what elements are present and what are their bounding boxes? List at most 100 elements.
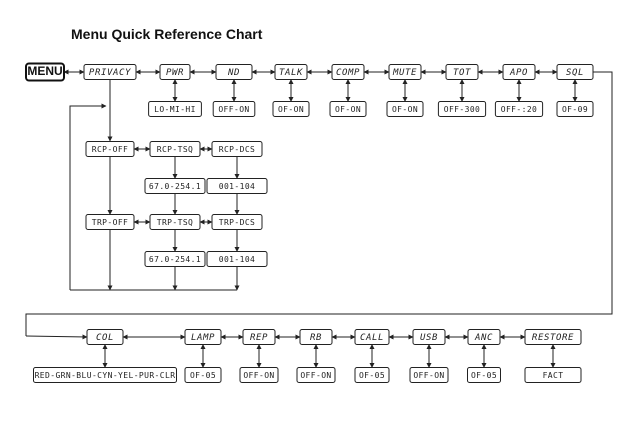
connector-wrap-to-col bbox=[25, 334, 88, 340]
value-pwr-frame bbox=[148, 101, 202, 117]
menu-col-label: COL bbox=[96, 333, 114, 343]
rcp-off-frame bbox=[85, 141, 135, 157]
value-talk-label: OF-ON bbox=[278, 105, 304, 114]
value-nd-frame bbox=[212, 101, 256, 117]
menu-box: MENU bbox=[25, 62, 65, 82]
value-pwr-label: LO-MI-HI bbox=[154, 105, 196, 114]
menu-talk: TALK bbox=[274, 64, 308, 80]
trp-dcs: TRP-DCS bbox=[211, 214, 263, 230]
value-lamp: OF-05 bbox=[184, 367, 222, 383]
menu-col-frame bbox=[86, 329, 124, 345]
value-comp-label: OF-ON bbox=[335, 105, 361, 114]
trp-dcs-range: 001-104 bbox=[206, 251, 268, 267]
trp-tsq-range-label: 67.0-254.1 bbox=[149, 255, 201, 264]
menu-rb: RB bbox=[299, 329, 333, 345]
menu-restore-label: RESTORE bbox=[532, 333, 574, 343]
menu-call: CALL bbox=[354, 329, 390, 345]
value-talk: OF-ON bbox=[272, 101, 310, 117]
trp-tsq-frame bbox=[149, 214, 201, 230]
menu-mute: MUTE bbox=[388, 64, 422, 80]
menu-privacy-label: PRIVACY bbox=[89, 68, 131, 78]
value-mute: OF-ON bbox=[386, 101, 424, 117]
menu-usb: USB bbox=[412, 329, 446, 345]
menu-box-label: MENU bbox=[27, 64, 62, 78]
trp-dcs-range-frame bbox=[206, 251, 268, 267]
rcp-off: RCP-OFF bbox=[85, 141, 135, 157]
value-lamp-label: OF-05 bbox=[190, 371, 216, 380]
menu-call-frame bbox=[354, 329, 390, 345]
value-rep-label: OFF-ON bbox=[243, 371, 274, 380]
menu-col: COL bbox=[86, 329, 124, 345]
value-sql: OF-09 bbox=[556, 101, 594, 117]
rcp-tsq-frame bbox=[149, 141, 201, 157]
menu-anc-label: ANC bbox=[474, 333, 493, 343]
value-rb-frame bbox=[296, 367, 336, 383]
menu-restore: RESTORE bbox=[524, 329, 582, 345]
value-tot-frame bbox=[437, 101, 487, 117]
menu-usb-frame bbox=[412, 329, 446, 345]
menu-apo-frame bbox=[502, 64, 536, 80]
menu-sql-frame bbox=[556, 64, 594, 80]
menu-comp: COMP bbox=[331, 64, 365, 80]
menu-sql: SQL bbox=[556, 64, 594, 80]
value-sql-frame bbox=[556, 101, 594, 117]
chart-title: Menu Quick Reference Chart bbox=[71, 26, 263, 42]
value-anc-label: OF-05 bbox=[471, 371, 497, 380]
value-restore: FACT bbox=[524, 367, 582, 383]
menu-mute-frame bbox=[388, 64, 422, 80]
menu-box-frame bbox=[25, 62, 65, 82]
trp-tsq-label: TRP-TSQ bbox=[157, 218, 194, 227]
value-rep: OFF-ON bbox=[239, 367, 279, 383]
menu-lamp: LAMP bbox=[184, 329, 222, 345]
value-tot: OFF-300 bbox=[437, 101, 487, 117]
value-apo: OFF-:20 bbox=[494, 101, 544, 117]
value-apo-label: OFF-:20 bbox=[501, 105, 538, 114]
value-call-label: OF-05 bbox=[359, 371, 385, 380]
menu-lamp-frame bbox=[184, 329, 222, 345]
rcp-dcs-label: RCP-DCS bbox=[219, 145, 256, 154]
rcp-tsq-range-label: 67.0-254.1 bbox=[149, 182, 201, 191]
menu-talk-frame bbox=[274, 64, 308, 80]
value-pwr: LO-MI-HI bbox=[148, 101, 202, 117]
value-comp: OF-ON bbox=[329, 101, 367, 117]
rcp-dcs-range: 001-104 bbox=[206, 178, 268, 194]
value-comp-frame bbox=[329, 101, 367, 117]
rcp-dcs: RCP-DCS bbox=[211, 141, 263, 157]
rcp-dcs-range-frame bbox=[206, 178, 268, 194]
rcp-tsq-label: RCP-TSQ bbox=[157, 145, 194, 154]
value-mute-label: OF-ON bbox=[392, 105, 418, 114]
menu-pwr: PWR bbox=[159, 64, 191, 80]
menu-nd: ND bbox=[215, 64, 253, 80]
trp-off: TRP-OFF bbox=[85, 214, 135, 230]
menu-apo: APO bbox=[502, 64, 536, 80]
trp-off-label: TRP-OFF bbox=[92, 218, 129, 227]
menu-anc: ANC bbox=[467, 329, 501, 345]
menu-usb-label: USB bbox=[420, 333, 438, 343]
value-lamp-frame bbox=[184, 367, 222, 383]
menu-comp-label: COMP bbox=[336, 68, 360, 78]
value-nd-label: OFF-ON bbox=[218, 105, 249, 114]
menu-talk-label: TALK bbox=[279, 68, 303, 78]
menu-pwr-frame bbox=[159, 64, 191, 80]
trp-tsq-range: 67.0-254.1 bbox=[144, 251, 206, 267]
value-restore-label: FACT bbox=[543, 371, 564, 380]
menu-privacy-frame bbox=[83, 64, 137, 80]
value-talk-frame bbox=[272, 101, 310, 117]
value-col-label: RED-GRN-BLU-CYN-YEL-PUR-CLR bbox=[35, 371, 176, 380]
trp-dcs-range-label: 001-104 bbox=[219, 255, 256, 264]
value-rb: OFF-ON bbox=[296, 367, 336, 383]
rcp-tsq: RCP-TSQ bbox=[149, 141, 201, 157]
rcp-dcs-range-label: 001-104 bbox=[219, 182, 256, 191]
value-sql-label: OF-09 bbox=[562, 105, 588, 114]
value-usb-label: OFF-ON bbox=[413, 371, 444, 380]
menu-nd-label: ND bbox=[227, 68, 240, 78]
menu-pwr-label: PWR bbox=[166, 68, 184, 78]
value-col: RED-GRN-BLU-CYN-YEL-PUR-CLR bbox=[33, 367, 177, 383]
value-usb-frame bbox=[409, 367, 449, 383]
menu-rep-label: REP bbox=[250, 333, 268, 343]
value-restore-frame bbox=[524, 367, 582, 383]
rcp-dcs-frame bbox=[211, 141, 263, 157]
menu-tot: TOT bbox=[445, 64, 479, 80]
trp-dcs-label: TRP-DCS bbox=[219, 218, 256, 227]
